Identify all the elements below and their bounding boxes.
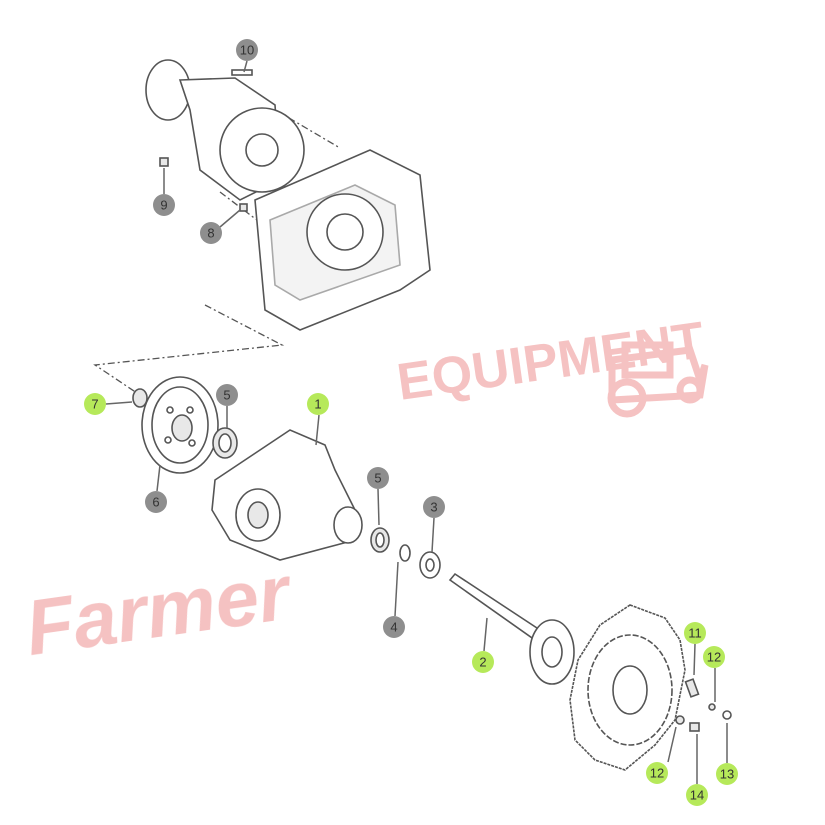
watermark-logo: Farmer EQUIPMENT xyxy=(20,311,709,672)
callout-label: 6 xyxy=(152,495,159,510)
callout-4[interactable]: 4 xyxy=(383,616,405,638)
nut-7 xyxy=(132,388,148,408)
callout-7[interactable]: 7 xyxy=(84,393,106,415)
callout-2[interactable]: 2 xyxy=(472,651,494,673)
leader-lines xyxy=(105,60,728,784)
callout-11[interactable]: 11 xyxy=(684,622,706,644)
nut-12-lower xyxy=(675,715,685,725)
wheel-hub-disc xyxy=(569,604,686,771)
callout-label: 10 xyxy=(240,43,254,58)
watermark-script: Farmer xyxy=(20,547,298,671)
callout-12-upper[interactable]: 12 xyxy=(703,646,725,668)
stud-11 xyxy=(684,678,700,698)
callout-5-lower[interactable]: 5 xyxy=(367,467,389,489)
assembly-line-middle xyxy=(93,304,285,396)
axle-shaft-2 xyxy=(448,572,575,685)
callout-1[interactable]: 1 xyxy=(307,393,329,415)
callout-3[interactable]: 3 xyxy=(423,496,445,518)
callout-label: 2 xyxy=(479,655,486,670)
callout-label: 11 xyxy=(688,626,702,641)
callout-8[interactable]: 8 xyxy=(200,222,222,244)
callout-label: 1 xyxy=(314,397,321,412)
callout-5-upper[interactable]: 5 xyxy=(216,384,238,406)
callout-label: 5 xyxy=(223,388,230,403)
callout-10[interactable]: 10 xyxy=(236,39,258,61)
callout-label: 7 xyxy=(91,397,98,412)
washer-3 xyxy=(419,551,441,579)
axle-housing-1 xyxy=(211,429,363,561)
nut-12-upper xyxy=(708,703,716,711)
callout-14[interactable]: 14 xyxy=(686,784,708,806)
callout-13[interactable]: 13 xyxy=(716,763,738,785)
pulley-6 xyxy=(141,376,219,474)
callout-label: 3 xyxy=(430,500,437,515)
callout-12-lower[interactable]: 12 xyxy=(646,762,668,784)
upper-housing-assembly xyxy=(145,59,431,331)
callout-label: 4 xyxy=(390,620,397,635)
callout-6[interactable]: 6 xyxy=(145,491,167,513)
tractor-icon xyxy=(607,341,709,418)
seal-5-upper xyxy=(212,427,238,459)
callout-label: 5 xyxy=(374,471,381,486)
bolt-14 xyxy=(689,722,700,732)
callout-label: 9 xyxy=(160,198,167,213)
callout-9[interactable]: 9 xyxy=(153,194,175,216)
callout-label: 12 xyxy=(650,766,664,781)
seal-5-lower xyxy=(370,527,390,553)
nut-13 xyxy=(722,710,732,720)
snap-ring-4 xyxy=(399,544,411,562)
callout-label: 12 xyxy=(707,650,721,665)
callout-label: 13 xyxy=(720,767,734,782)
callout-label: 8 xyxy=(207,226,214,241)
callout-label: 14 xyxy=(690,788,704,803)
